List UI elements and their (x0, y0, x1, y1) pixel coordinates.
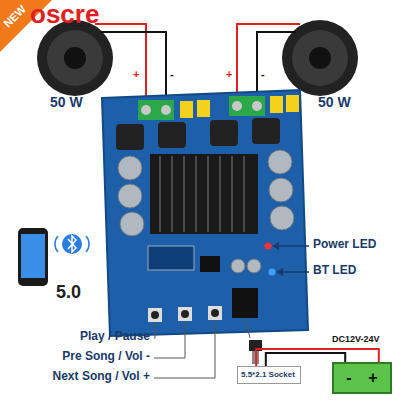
button-cap (151, 311, 159, 319)
terminal-screw (161, 105, 171, 115)
film-capacitor (270, 96, 283, 113)
power-rating: 50 W (318, 94, 351, 110)
heatsink-fins (160, 156, 244, 232)
phone-icon (18, 228, 48, 286)
film-capacitor (197, 100, 210, 117)
fin (183, 156, 185, 232)
button-label: Next Song / Vol + (53, 370, 150, 384)
bt-led (269, 269, 276, 276)
fin (219, 156, 221, 232)
bluetooth-module (148, 246, 194, 270)
socket-box: 5.5*2.1 Socket (237, 366, 301, 384)
inductor (116, 124, 144, 150)
dc-jack (232, 288, 258, 318)
leader-arrowhead (276, 268, 283, 276)
node-text: - (346, 369, 351, 387)
watermark: oscre (30, 0, 99, 30)
terminal-block (229, 96, 265, 116)
bluetooth-symbol (68, 236, 76, 252)
power-rating: 50 W (50, 94, 83, 110)
inductor (252, 118, 280, 144)
fin (159, 156, 161, 232)
led-label: BT LED (313, 264, 356, 278)
button-label: Play / Pause (80, 330, 150, 344)
chip (200, 256, 220, 272)
push-button (208, 306, 222, 320)
fin (195, 156, 197, 232)
battery: -+ (332, 362, 392, 394)
button-cap (211, 309, 219, 317)
phone-screen (21, 234, 45, 278)
film-capacitor (286, 95, 299, 112)
speaker-wire (237, 24, 300, 100)
power-led (265, 243, 272, 250)
capacitor (118, 156, 142, 180)
polarity-mark: - (170, 68, 174, 81)
polarity-mark: + (133, 68, 139, 81)
speaker-wire (100, 32, 166, 104)
speaker-dome (309, 47, 331, 69)
signal-wave (55, 236, 58, 252)
terminal-screw (252, 101, 262, 111)
push-button (148, 308, 162, 322)
speaker-dome (64, 47, 86, 69)
push-button (178, 307, 192, 321)
node-text: 5.5*2.1 Socket (241, 370, 297, 379)
terminal-block (138, 100, 174, 120)
capacitor (270, 206, 294, 230)
signal-wave (86, 236, 89, 252)
capacitor (269, 178, 293, 202)
bluetooth-icon (62, 234, 82, 254)
capacitor (120, 212, 144, 236)
speaker-wire (95, 24, 146, 104)
speaker-cone (47, 30, 103, 86)
leader-line (154, 321, 185, 358)
film-capacitor (180, 101, 193, 118)
electrolytic-capacitors (118, 150, 294, 273)
terminal-screw (232, 101, 242, 111)
speaker-cone (292, 30, 348, 86)
bluetooth-version: 5.0 (56, 282, 81, 303)
led-label: Power LED (313, 238, 376, 252)
capacitor (268, 150, 292, 174)
capacitor (231, 259, 245, 273)
fin (207, 156, 209, 232)
capacitor (118, 184, 142, 208)
button-label: Pre Song / Vol - (62, 350, 150, 364)
pcb-board (102, 90, 308, 336)
fin (171, 156, 173, 232)
heatsink (150, 154, 258, 234)
voltage-label: DC12V-24V (332, 334, 380, 344)
capacitor (247, 259, 261, 273)
leader-line (154, 322, 155, 338)
fin (231, 156, 233, 232)
polarity-mark: - (261, 68, 265, 81)
fin (243, 156, 245, 232)
terminal-screw (141, 105, 151, 115)
leader-line (245, 318, 250, 338)
leader-line (274, 245, 309, 247)
inductor (210, 120, 238, 146)
leader-line (154, 320, 215, 378)
polarity-mark: + (226, 68, 232, 81)
inductor (158, 122, 186, 148)
node-text: + (368, 369, 377, 387)
leader-arrowhead (272, 242, 279, 250)
button-cap (181, 310, 189, 318)
